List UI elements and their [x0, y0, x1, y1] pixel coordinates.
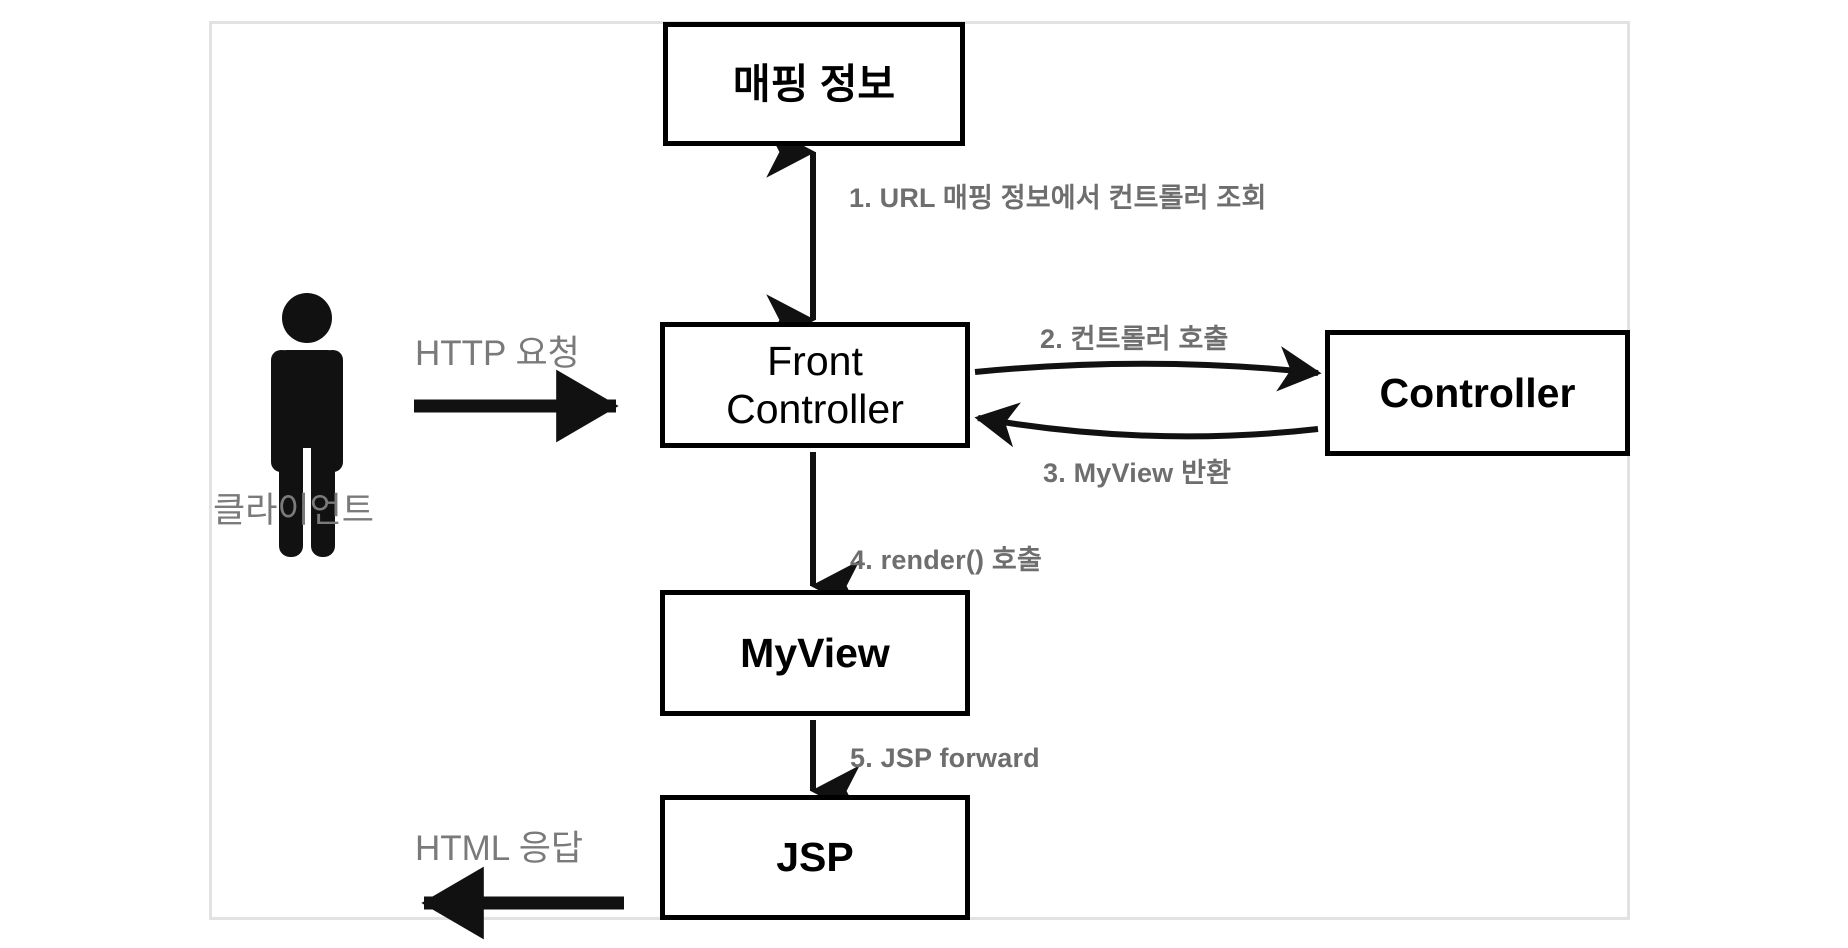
diagram-frame: [209, 21, 1630, 920]
node-mapping-info[interactable]: 매핑 정보: [663, 22, 965, 146]
node-jsp-label: JSP: [776, 834, 854, 881]
node-myview[interactable]: MyView: [660, 590, 970, 716]
step-label-4: 4. render() 호출: [850, 545, 1043, 575]
node-mapping-info-label: 매핑 정보: [732, 60, 896, 107]
html-response-label: HTML 응답: [415, 829, 584, 868]
step-label-1: 1. URL 매핑 정보에서 컨트롤러 조회: [849, 183, 1267, 213]
node-myview-label: MyView: [740, 629, 890, 676]
client-actor-label: 클라이언트: [213, 491, 375, 530]
node-front-controller[interactable]: Front Controller: [660, 322, 970, 448]
http-request-label: HTTP 요청: [415, 334, 580, 373]
step-label-5: 5. JSP forward: [850, 743, 1040, 773]
node-front-controller-label: Front Controller: [726, 337, 904, 432]
node-controller[interactable]: Controller: [1325, 330, 1630, 456]
step-label-2: 2. 컨트롤러 호출: [1040, 324, 1229, 354]
node-controller-label: Controller: [1379, 369, 1576, 416]
node-jsp[interactable]: JSP: [660, 795, 970, 920]
step-label-3: 3. MyView 반환: [1043, 458, 1232, 488]
